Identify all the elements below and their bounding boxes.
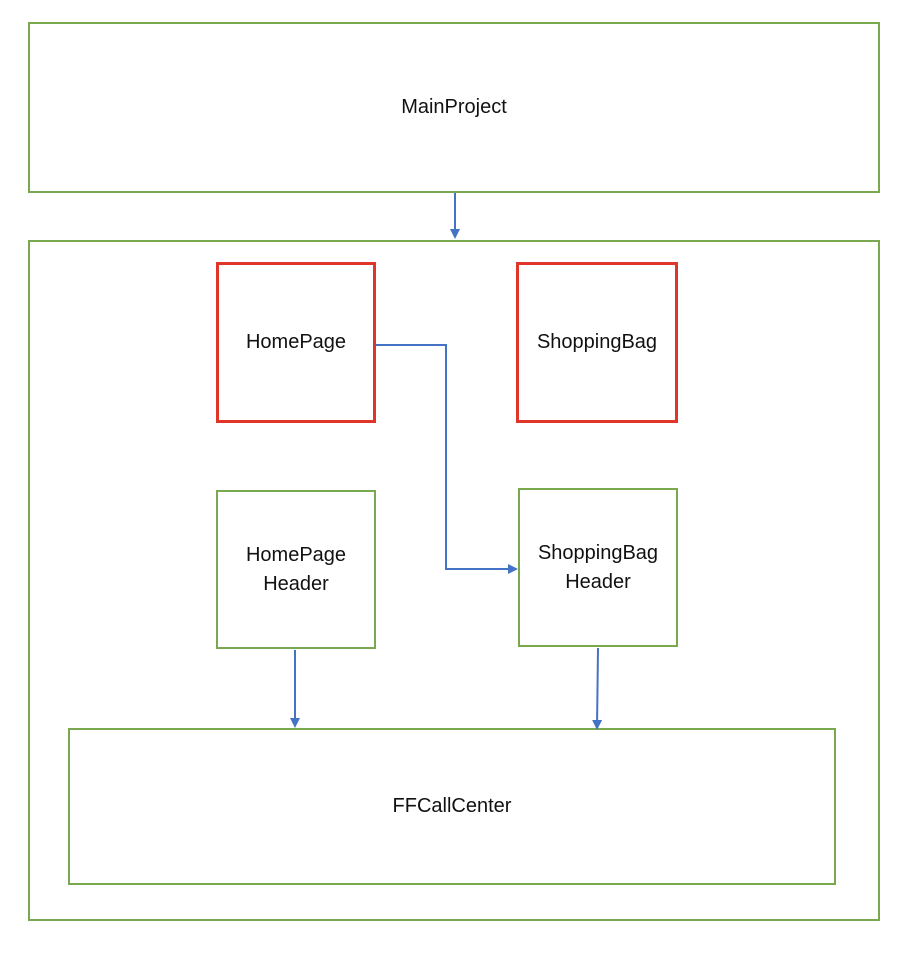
main-project-box: MainProject: [28, 22, 880, 193]
ffcallcenter-box: FFCallCenter: [68, 728, 836, 885]
shoppingbag-header-line-1: ShoppingBag: [537, 541, 659, 564]
homepage-label: HomePage: [245, 331, 347, 353]
homepage-header-box: HomePage Header: [216, 490, 376, 649]
ffcallcenter-label: FFCallCenter: [392, 795, 512, 817]
main-project-label: MainProject: [401, 96, 507, 118]
shoppingbag-header-box: ShoppingBag Header: [518, 488, 678, 647]
shoppingbag-box: ShoppingBag: [516, 262, 678, 423]
shoppingbag-label: ShoppingBag: [536, 331, 658, 353]
homepage-header-label: HomePage Header: [246, 541, 346, 599]
homepage-header-line-2: Header: [263, 572, 329, 595]
homepage-box: HomePage: [216, 262, 376, 423]
homepage-header-line-1: HomePage: [245, 543, 347, 566]
shoppingbag-header-line-2: Header: [565, 570, 631, 593]
shoppingbag-header-label: ShoppingBag Header: [538, 539, 658, 597]
